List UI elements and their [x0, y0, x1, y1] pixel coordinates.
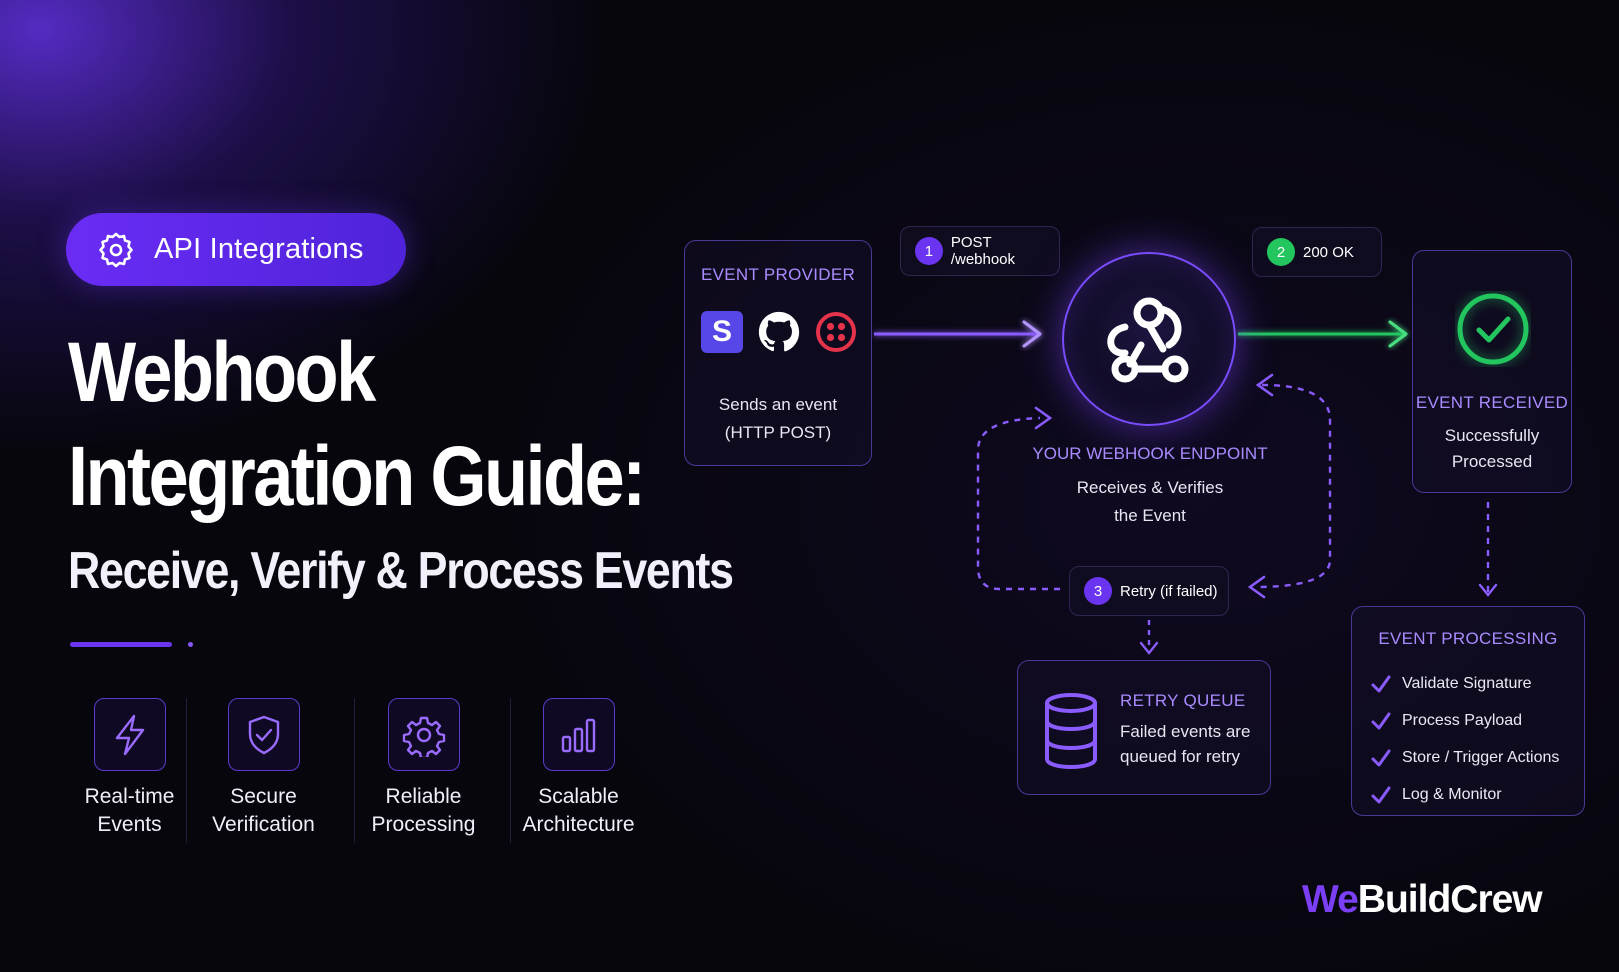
- received-body-line1: Successfully: [1444, 426, 1540, 445]
- provider-logos: S: [701, 309, 857, 355]
- retry-queue-heading: RETRY QUEUE: [1120, 691, 1246, 710]
- webhook-endpoint-node: [1062, 252, 1236, 426]
- processing-step-label: Log & Monitor: [1402, 785, 1502, 803]
- retry-loop-left: [976, 416, 1060, 591]
- gear-icon: [402, 716, 445, 757]
- step-1-pill: 1 POST /webhook: [900, 226, 1060, 276]
- stripe-logo: S: [701, 311, 743, 353]
- endpoint-body-line2: the Event: [1114, 506, 1186, 525]
- lightning-icon: [115, 714, 144, 755]
- step-1-label: POST /webhook: [950, 234, 1016, 268]
- cloud-gear-icon: [99, 232, 133, 267]
- event-received-card: EVENT RECEIVED Successfully Processed: [1412, 250, 1572, 493]
- retry-queue-body-line2: queued for retry: [1120, 747, 1241, 766]
- feature-label-line2: Architecture: [522, 813, 635, 836]
- processing-steps-list: Validate Signature Process Payload Store…: [1370, 665, 1559, 813]
- feature-separator: [510, 698, 511, 843]
- arrow-received-to-processing: [1478, 502, 1498, 597]
- webhook-icon: [1107, 297, 1189, 383]
- step-2-number: 2: [1267, 238, 1295, 266]
- bar-chart-icon: [561, 718, 595, 752]
- list-item: Store / Trigger Actions: [1370, 739, 1559, 776]
- step-1-number: 1: [915, 237, 943, 265]
- step-3-number: 3: [1084, 577, 1112, 605]
- category-tag[interactable]: API Integrations: [66, 213, 406, 286]
- stripe-logo-letter: S: [711, 315, 732, 348]
- feature-separator: [354, 698, 355, 843]
- feature-label-line2: Events: [97, 813, 162, 836]
- twilio-logo: [816, 312, 856, 352]
- feature-scalable: Scalable Architecture: [501, 698, 656, 843]
- list-item: Validate Signature: [1370, 665, 1559, 702]
- brand-part-2: BuildCrew: [1357, 878, 1543, 921]
- brand-logo[interactable]: WeBuildCrew: [1302, 878, 1543, 922]
- feature-icon-box: [542, 698, 615, 771]
- feature-label-line1: Secure: [230, 785, 297, 808]
- feature-label-line1: Scalable: [538, 785, 619, 808]
- feature-list: Real-time Events Secure Verification Rel…: [52, 698, 672, 843]
- received-body-line2: Processed: [1451, 452, 1533, 471]
- check-icon: [1371, 675, 1391, 692]
- feature-realtime: Real-time Events: [52, 698, 207, 843]
- feature-separator: [186, 698, 187, 843]
- title-line-2: Integration Guide:: [68, 429, 646, 523]
- check-circle-icon: [1457, 293, 1529, 365]
- processing-step-label: Store / Trigger Actions: [1402, 748, 1560, 766]
- retry-queue-body-line1: Failed events are: [1120, 722, 1251, 741]
- feature-label-line1: Reliable: [385, 785, 462, 808]
- page-title: Webhook Integration Guide:: [68, 320, 646, 528]
- provider-body-line1: Sends an event: [718, 395, 838, 414]
- feature-label-line1: Real-time: [84, 785, 175, 808]
- endpoint-body-line1: Receives & Verifies: [1076, 478, 1224, 497]
- feature-secure: Secure Verification: [186, 698, 341, 843]
- feature-label-line2: Verification: [212, 813, 315, 836]
- database-icon: [1045, 693, 1097, 770]
- check-icon: [1371, 712, 1391, 729]
- feature-icon-box: [387, 698, 460, 771]
- list-item: Log & Monitor: [1370, 776, 1559, 813]
- github-logo: [758, 311, 800, 352]
- event-received-heading: EVENT RECEIVED: [1415, 393, 1569, 412]
- divider-dot: [188, 642, 193, 647]
- divider-line: [70, 642, 172, 647]
- endpoint-heading: YOUR WEBHOOK ENDPOINT: [1032, 444, 1268, 463]
- step-3-pill: 3 Retry (if failed): [1069, 566, 1229, 616]
- processing-step-label: Validate Signature: [1402, 674, 1532, 692]
- arrow-retry-to-queue: [1139, 620, 1159, 655]
- arrow-provider-to-endpoint: [874, 320, 1042, 348]
- category-tag-label: API Integrations: [154, 233, 364, 265]
- step-3-label: Retry (if failed): [1120, 582, 1218, 600]
- processing-step-label: Process Payload: [1402, 711, 1523, 729]
- page-subtitle: Receive, Verify & Process Events: [68, 542, 734, 600]
- event-processing-heading: EVENT PROCESSING: [1378, 629, 1558, 648]
- check-icon: [1371, 786, 1391, 803]
- retry-queue-card: RETRY QUEUE Failed events are queued for…: [1017, 660, 1271, 795]
- feature-label-line2: Processing: [371, 813, 476, 836]
- retry-loop-right-arrowhead-bottom: [1247, 575, 1266, 599]
- step-2-label: 200 OK: [1303, 243, 1354, 261]
- arrow-endpoint-to-received: [1238, 320, 1408, 348]
- retry-loop-right: [1259, 383, 1332, 589]
- title-line-1: Webhook: [68, 325, 376, 419]
- check-icon: [1371, 749, 1391, 766]
- event-provider-card: EVENT PROVIDER S Sends an event (HTTP PO…: [684, 240, 872, 466]
- feature-icon-box: [227, 698, 300, 771]
- retry-loop-left-arrowhead: [1034, 406, 1053, 430]
- event-provider-heading: EVENT PROVIDER: [700, 265, 856, 284]
- event-processing-card: EVENT PROCESSING Validate Signature Proc…: [1351, 606, 1585, 816]
- list-item: Process Payload: [1370, 702, 1559, 739]
- feature-icon-box: [93, 698, 166, 771]
- retry-loop-right-arrowhead-top: [1255, 373, 1274, 397]
- feature-reliable: Reliable Processing: [346, 698, 501, 843]
- step-2-pill: 2 200 OK: [1252, 227, 1382, 277]
- shield-check-icon: [248, 715, 279, 754]
- provider-body-line2: (HTTP POST): [724, 423, 832, 442]
- brand-part-1: We: [1302, 878, 1359, 921]
